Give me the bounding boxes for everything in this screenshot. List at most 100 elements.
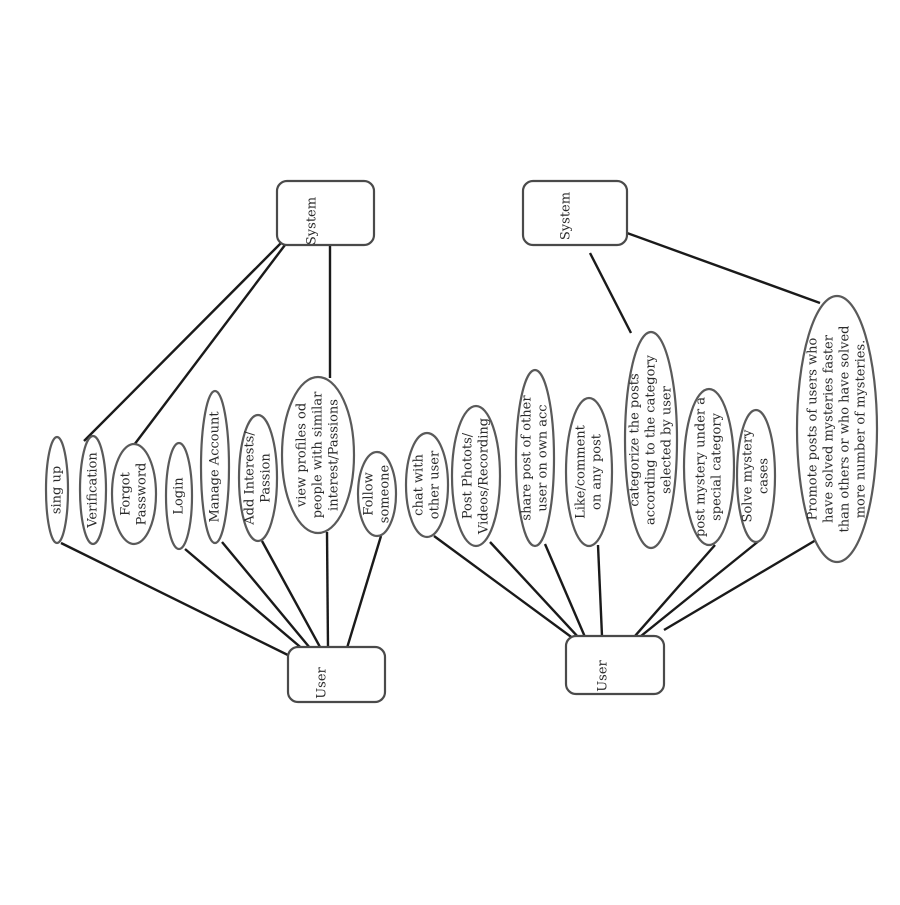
association-line-user2-uc12 [596,544,604,637]
use-case-uc2: Verification [78,434,108,546]
use-case-ellipse [164,441,194,551]
association-line-user2-uc11 [543,543,587,638]
use-case-label-line: Follow [362,472,377,515]
use-case-ellipse [356,450,398,538]
use-case-label-line: sing up [50,466,65,514]
use-case-text: Login [172,477,187,515]
use-case-ellipse [450,404,502,548]
association-line-user2-uc15 [640,539,761,637]
use-case-label-line: cases [757,458,772,494]
use-case-label-line: people with similar [311,391,326,518]
association-line-user2-uc9 [433,535,575,640]
use-case-label-line: have solved mysteries faster [822,334,837,523]
use-case-text: Add Interests/Passion [243,431,274,526]
use-case-uc6: Add Interests/Passion [237,413,279,543]
use-case-label-line: chat with [412,454,427,516]
actor-box [286,645,387,704]
use-case-label-line: more number of mysteries. [854,340,869,519]
use-case-label-line: post mystery under a [694,397,709,537]
use-case-ellipse [44,435,70,545]
use-case-label-line: on any post [590,433,605,510]
association-line-user1-uc5 [221,541,311,649]
use-case-label-line: Login [172,477,187,515]
use-case-label-line: Post Photots/ [461,432,476,519]
use-case-label-line: Forgot [119,471,134,515]
use-case-text: Verification [86,452,101,529]
use-case-text: Manage Account [208,411,223,523]
actor-label: User [596,659,611,691]
use-case-label-line: categorize the posts [628,373,643,506]
use-case-ellipse [280,375,356,535]
association-line-user1-uc4 [184,548,306,652]
use-case-ellipse [623,330,679,550]
association-line-system2-uc16 [626,231,821,305]
actor-system1: System [275,179,376,247]
actor-box [521,179,629,247]
actor-system2: System [521,179,629,247]
use-case-label-line: user on own acc [536,404,551,511]
use-case-label-line: Verification [86,452,101,529]
use-case-label-line: Videos/Recording [477,418,492,535]
association-line-user1-uc1 [60,541,301,663]
use-case-label-line: Add Interests/ [243,431,258,526]
use-case-ellipse [110,442,158,546]
actor-user2: User [564,634,666,696]
use-case-label-line: view profiles od [295,403,310,508]
actor-label: User [315,666,330,698]
use-case-ellipse [564,396,614,548]
use-case-uc4: Login [164,441,194,551]
association-line-user2-uc14 [634,544,716,637]
actor-label: System [305,197,320,245]
use-case-label-line: than others or who have solved [838,326,853,533]
use-case-label-line: Password [135,463,150,526]
use-case-label-line: other user [428,450,443,519]
use-case-text: sing up [50,466,65,514]
use-case-label-line: special category [710,412,725,520]
use-case-ellipse [514,368,556,548]
use-case-label-line: Like/comment [574,424,589,519]
actor-box [564,634,666,696]
actor-label: System [559,192,574,240]
use-case-label-line: Passion [259,453,274,503]
use-case-ellipse [735,408,777,544]
association-line-user2-uc16 [663,538,817,632]
use-case-ellipse [682,387,736,547]
use-case-ellipse [237,413,279,543]
association-line-user1-uc7 [325,531,330,649]
use-case-uc10: Post Photots/Videos/Recording [450,404,502,548]
use-case-ellipse [404,431,450,539]
use-case-ellipse [199,389,231,545]
use-case-label-line: interest/Passions [327,399,342,511]
use-case-label-line: someone [378,464,393,523]
use-case-ellipse [78,434,108,546]
use-case-label-line: Solve mystery [741,429,756,523]
association-line-system2-uc13 [588,252,633,334]
use-case-label-line: Promote posts of users who [806,337,821,520]
use-case-label-line: selected by user [660,385,675,493]
association-lines [60,231,821,663]
association-line-user1-uc6 [260,540,322,648]
association-line-system1-uc3 [133,240,289,446]
use-case-label-line: Manage Account [208,411,223,523]
use-case-label-line: according to the category [644,354,659,525]
actor-user1: User [286,645,387,704]
association-line-system1-uc2 [83,241,283,442]
